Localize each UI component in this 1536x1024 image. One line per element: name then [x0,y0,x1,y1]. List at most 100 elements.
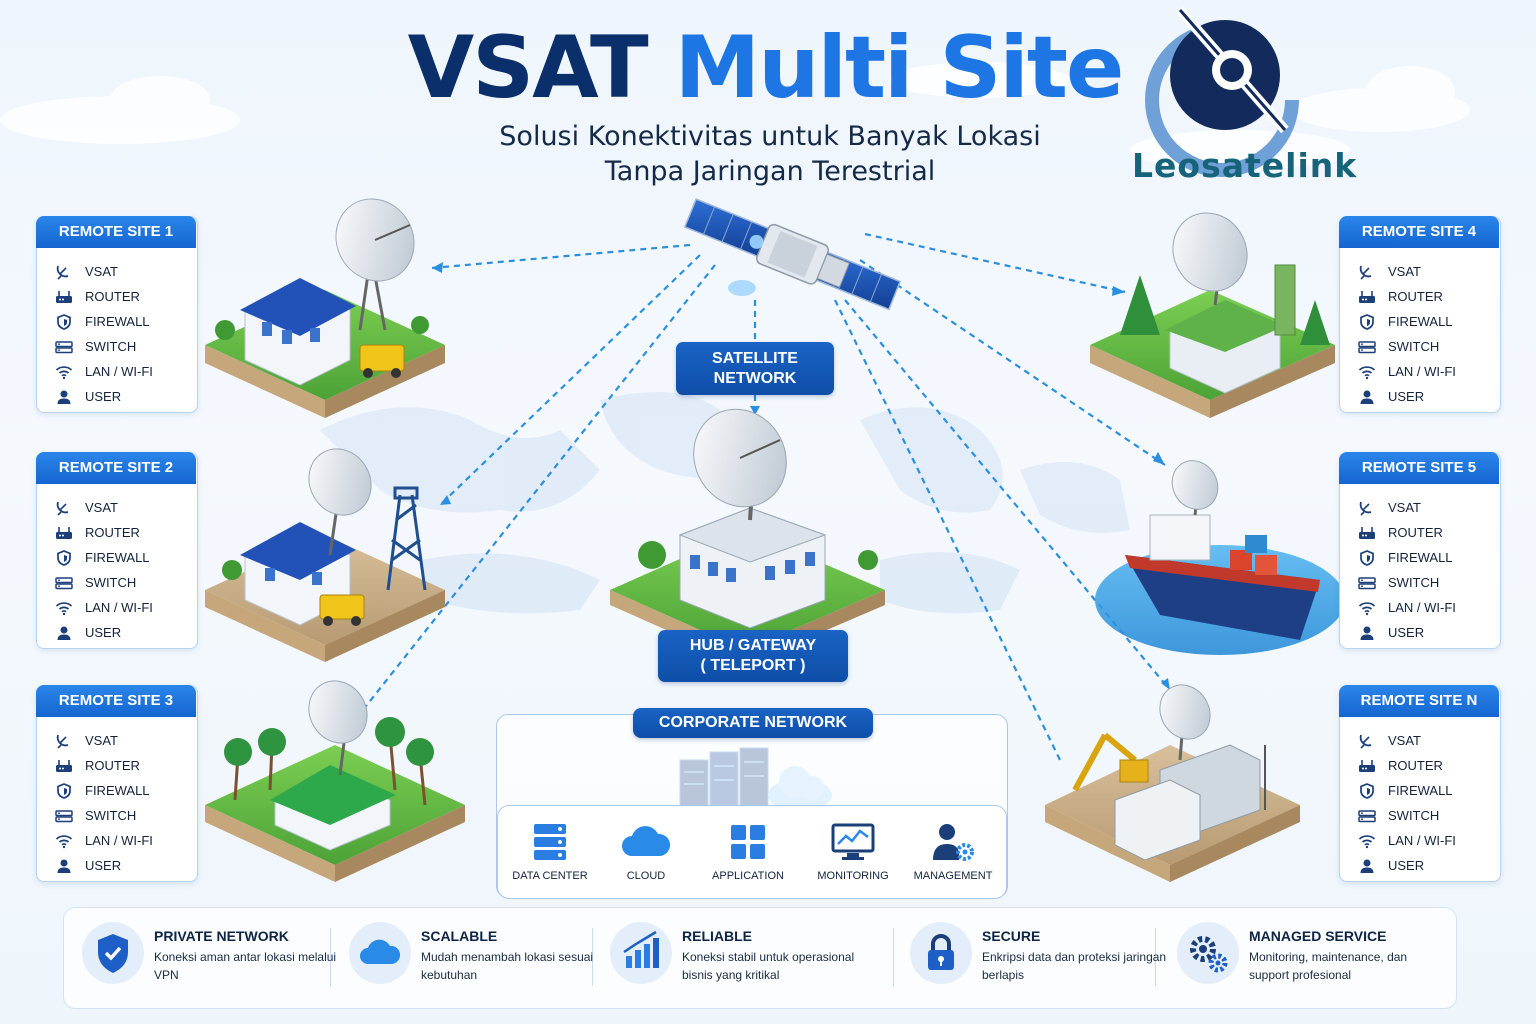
site-title: REMOTE SITE 2 [36,452,196,484]
site-item-label: VSAT [85,500,118,515]
feature-divider [330,928,331,986]
remote-site-card-2: REMOTE SITE 2 VSAT ROUTER FIREWALL SWITCH LAN… [36,452,198,649]
site-item-label: SWITCH [85,575,137,590]
router-icon [56,526,72,539]
site-item-label: FIREWALL [85,550,150,565]
site-item-switch: SWITCH [1358,570,1456,595]
site-1-illustration [205,198,445,418]
subtitle-line-2: Tanpa Jaringan Terestrial [604,156,936,187]
switch-icon [55,576,73,589]
apps-icon [731,825,765,859]
site-item-lan-wi-fi: LAN / WI-FI [1358,595,1456,620]
site-item-label: VSAT [85,264,118,279]
feature-divider [592,928,593,986]
router-icon [56,759,72,772]
corp-item-label: DATA CENTER [512,870,588,882]
feature-desc: Koneksi stabil untuk operasional bisnis … [682,950,855,982]
title-part-2: Multi Site [674,18,1125,118]
link-site-2 [439,254,701,506]
site-item-firewall: FIREWALL [1358,545,1456,570]
feature-desc: Mudah menambah lokasi sesuai kebutuhan [421,950,594,982]
user-icon [57,859,71,873]
feature-title: MANAGED SERVICE [1249,928,1387,944]
corp-item-cloud: CLOUD [596,822,696,882]
router-icon [1359,290,1375,303]
site-item-list: VSAT ROUTER FIREWALL SWITCH LAN / WI-FI USER [55,495,153,645]
site-item-router: ROUTER [55,753,153,778]
site-item-router: ROUTER [55,520,153,545]
feature-reliable: RELIABLE Koneksi stabil untuk operasiona… [610,918,880,994]
brand-logo-mark [1145,6,1299,177]
site-item-label: ROUTER [1388,758,1443,773]
site-item-label: USER [1388,389,1425,404]
corp-item-data-center: DATA CENTER [500,822,600,882]
firewall-shield-icon [1360,782,1374,799]
site-item-user: USER [55,384,153,409]
satellite-dish-icon [1359,734,1372,749]
hub-node-line-2: ( TELEPORT ) [700,657,806,674]
title-part-1: VSAT [407,18,649,118]
cloud-icon [622,826,671,856]
site-item-label: USER [85,625,122,640]
site-item-label: SWITCH [85,339,137,354]
site-item-vsat: VSAT [55,259,153,284]
firewall-shield-icon [57,782,71,799]
site-item-switch: SWITCH [55,570,153,595]
gears-icon [1190,936,1228,973]
site-item-label: FIREWALL [85,783,150,798]
feature-desc: Monitoring, maintenance, dan support pro… [1249,950,1408,982]
server-icon [534,824,566,860]
user-gear-icon [933,824,974,861]
link-site-3 [354,264,716,721]
satellite-node-line-2: NETWORK [713,369,797,387]
feature-desc: Koneksi aman antar lokasi melalui VPN [154,950,337,982]
feature-managed-service: MANAGED SERVICE Monitoring, maintenance,… [1177,918,1437,994]
site-item-label: ROUTER [85,289,140,304]
site-item-label: SWITCH [85,808,137,823]
site-item-label: FIREWALL [1388,783,1453,798]
site-item-switch: SWITCH [55,334,153,359]
site-item-switch: SWITCH [1358,803,1456,828]
user-icon [1360,859,1374,873]
site-item-switch: SWITCH [1358,334,1456,359]
firewall-shield-icon [1360,549,1374,566]
corp-item-label: APPLICATION [712,870,784,882]
corporate-network-label: CORPORATE NETWORK [633,708,873,738]
site-item-user: USER [1358,620,1456,645]
site-item-label: USER [85,858,122,873]
site-title: REMOTE SITE 3 [36,685,196,717]
switch-icon [1358,809,1376,822]
link-site-4 [864,232,1126,294]
feature-title: RELIABLE [682,928,752,944]
wifi-icon [1358,834,1376,848]
site-item-vsat: VSAT [55,728,153,753]
site-item-user: USER [55,853,153,878]
site-2-illustration [205,448,445,662]
wifi-icon [55,834,73,848]
site-item-label: ROUTER [1388,289,1443,304]
site-item-label: ROUTER [85,525,140,540]
site-item-label: FIREWALL [1388,314,1453,329]
site-item-label: VSAT [1388,733,1421,748]
firewall-shield-icon [57,549,71,566]
site-item-label: VSAT [1388,264,1421,279]
site-item-lan-wi-fi: LAN / WI-FI [1358,359,1456,384]
site-item-lan-wi-fi: LAN / WI-FI [55,595,153,620]
site-item-label: LAN / WI-FI [1388,833,1456,848]
router-icon [56,290,72,303]
corp-item-monitoring: MONITORING [803,822,903,882]
router-icon [1359,759,1375,772]
satellite-dish-icon [56,265,69,280]
satellite-beam [728,280,756,296]
site-item-label: VSAT [1388,500,1421,515]
site-item-vsat: VSAT [1358,259,1456,284]
wifi-icon [1358,601,1376,615]
hub-gateway-node: HUB / GATEWAY ( TELEPORT ) [658,630,848,682]
feature-scalable: SCALABLE Mudah menambah lokasi sesuai ke… [349,918,593,994]
